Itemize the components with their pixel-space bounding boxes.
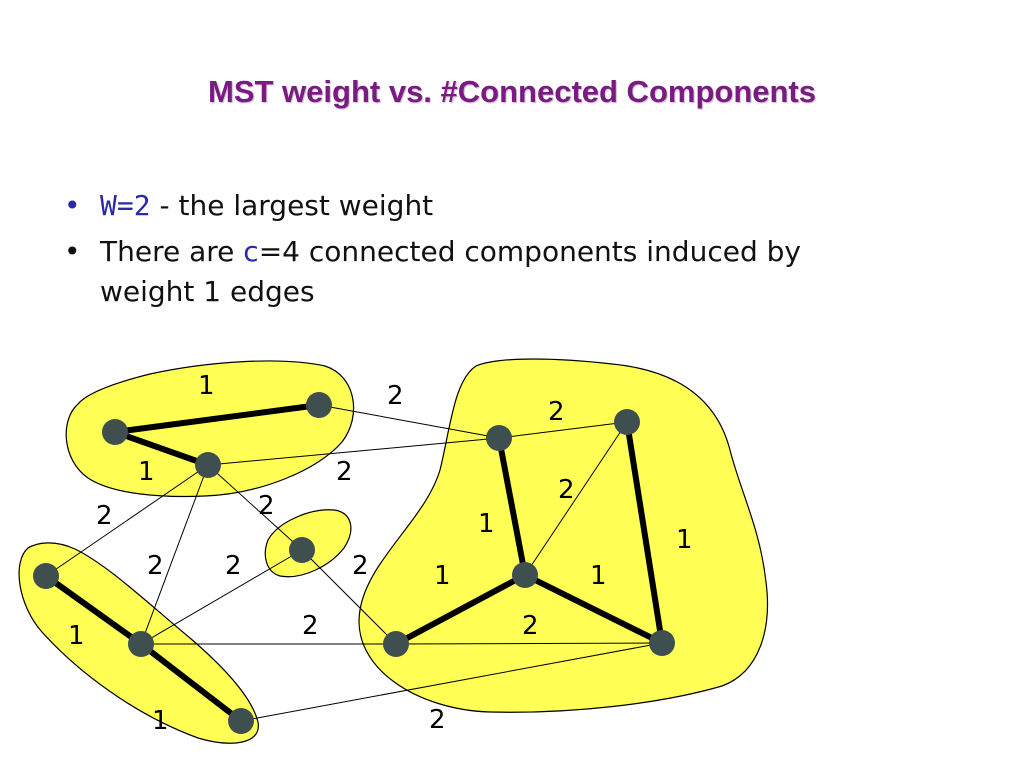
edge-c-d: [207, 464, 303, 551]
node-g: [33, 563, 59, 589]
bullet-1-highlight: W=2: [100, 189, 151, 222]
node-d: [289, 537, 315, 563]
node-f: [614, 409, 640, 435]
bullet-list: • W=2 - the largest weight • There are c…: [62, 186, 992, 318]
edge-label-c-e: 2: [336, 457, 353, 487]
edge-a-c: [112, 429, 211, 468]
edge-label-j-k: 2: [522, 611, 539, 641]
edge-label-b-e: 2: [387, 381, 404, 411]
edge-i-k: [522, 572, 665, 646]
node-a: [102, 419, 128, 445]
edge-c-e: [207, 437, 500, 466]
edge-c-g: [45, 464, 209, 577]
edge-label-d-j: 2: [352, 551, 369, 581]
bullet-dot-icon: •: [64, 235, 81, 268]
node-j: [383, 631, 409, 657]
bullet-2-variable: c: [243, 235, 259, 268]
bullet-2-text-pre: There are: [100, 235, 244, 268]
node-c: [195, 452, 221, 478]
edge-label-g-h: 1: [68, 621, 85, 651]
edge-e-f: [498, 421, 628, 439]
edge-label-e-f: 2: [548, 397, 565, 427]
component-region-right: [358, 358, 769, 713]
edge-label-h-m: 1: [152, 706, 169, 736]
edge-label-e-i: 1: [478, 509, 495, 539]
edge-f-i: [524, 421, 628, 576]
edge-d-j: [301, 549, 397, 645]
edge-label-i-k: 1: [590, 561, 607, 591]
edge-label-m-k: 2: [429, 705, 446, 735]
edge-label-c-d: 2: [258, 491, 275, 521]
edge-label-c-g: 2: [96, 501, 113, 531]
edge-label-f-i: 2: [558, 475, 575, 505]
edge-h-m: [138, 641, 244, 724]
slide-title: MST weight vs. #Connected Components: [208, 74, 816, 109]
edge-b-e: [318, 404, 500, 439]
node-k: [649, 630, 675, 656]
edge-e-i: [496, 435, 528, 578]
bullet-dot-icon: •: [64, 189, 81, 222]
edge-a-b: [112, 402, 322, 435]
node-m: [228, 708, 254, 734]
edge-c-h: [140, 464, 209, 645]
node-h: [128, 631, 154, 657]
edge-label-f-k: 1: [676, 525, 693, 555]
bullet-item-2: • There are c=4 connected components ind…: [62, 232, 992, 312]
edge-label-a-b: 1: [198, 371, 215, 401]
edge-label-i-j: 1: [434, 561, 451, 591]
edge-label-a-c: 1: [138, 457, 155, 487]
bullet-2-text-post: =4 connected components induced by: [258, 235, 801, 268]
edge-label-c-h: 2: [147, 551, 164, 581]
edge-m-k: [240, 642, 663, 722]
component-region-top-left: [65, 360, 355, 498]
edge-label-h-j: 2: [302, 611, 319, 641]
bullet-item-1: • W=2 - the largest weight: [62, 186, 992, 226]
edge-j-k: [395, 642, 663, 645]
edge-label-d-h: 2: [225, 551, 242, 581]
node-e: [486, 425, 512, 451]
edge-i-j: [393, 572, 528, 647]
edge-g-h: [43, 573, 144, 647]
edge-d-h: [140, 549, 303, 645]
node-i: [512, 562, 538, 588]
bullet-2-text-line2: weight 1 edges: [100, 275, 315, 308]
node-b: [306, 392, 332, 418]
bullet-1-text: - the largest weight: [150, 189, 434, 222]
edge-f-k: [624, 419, 665, 646]
